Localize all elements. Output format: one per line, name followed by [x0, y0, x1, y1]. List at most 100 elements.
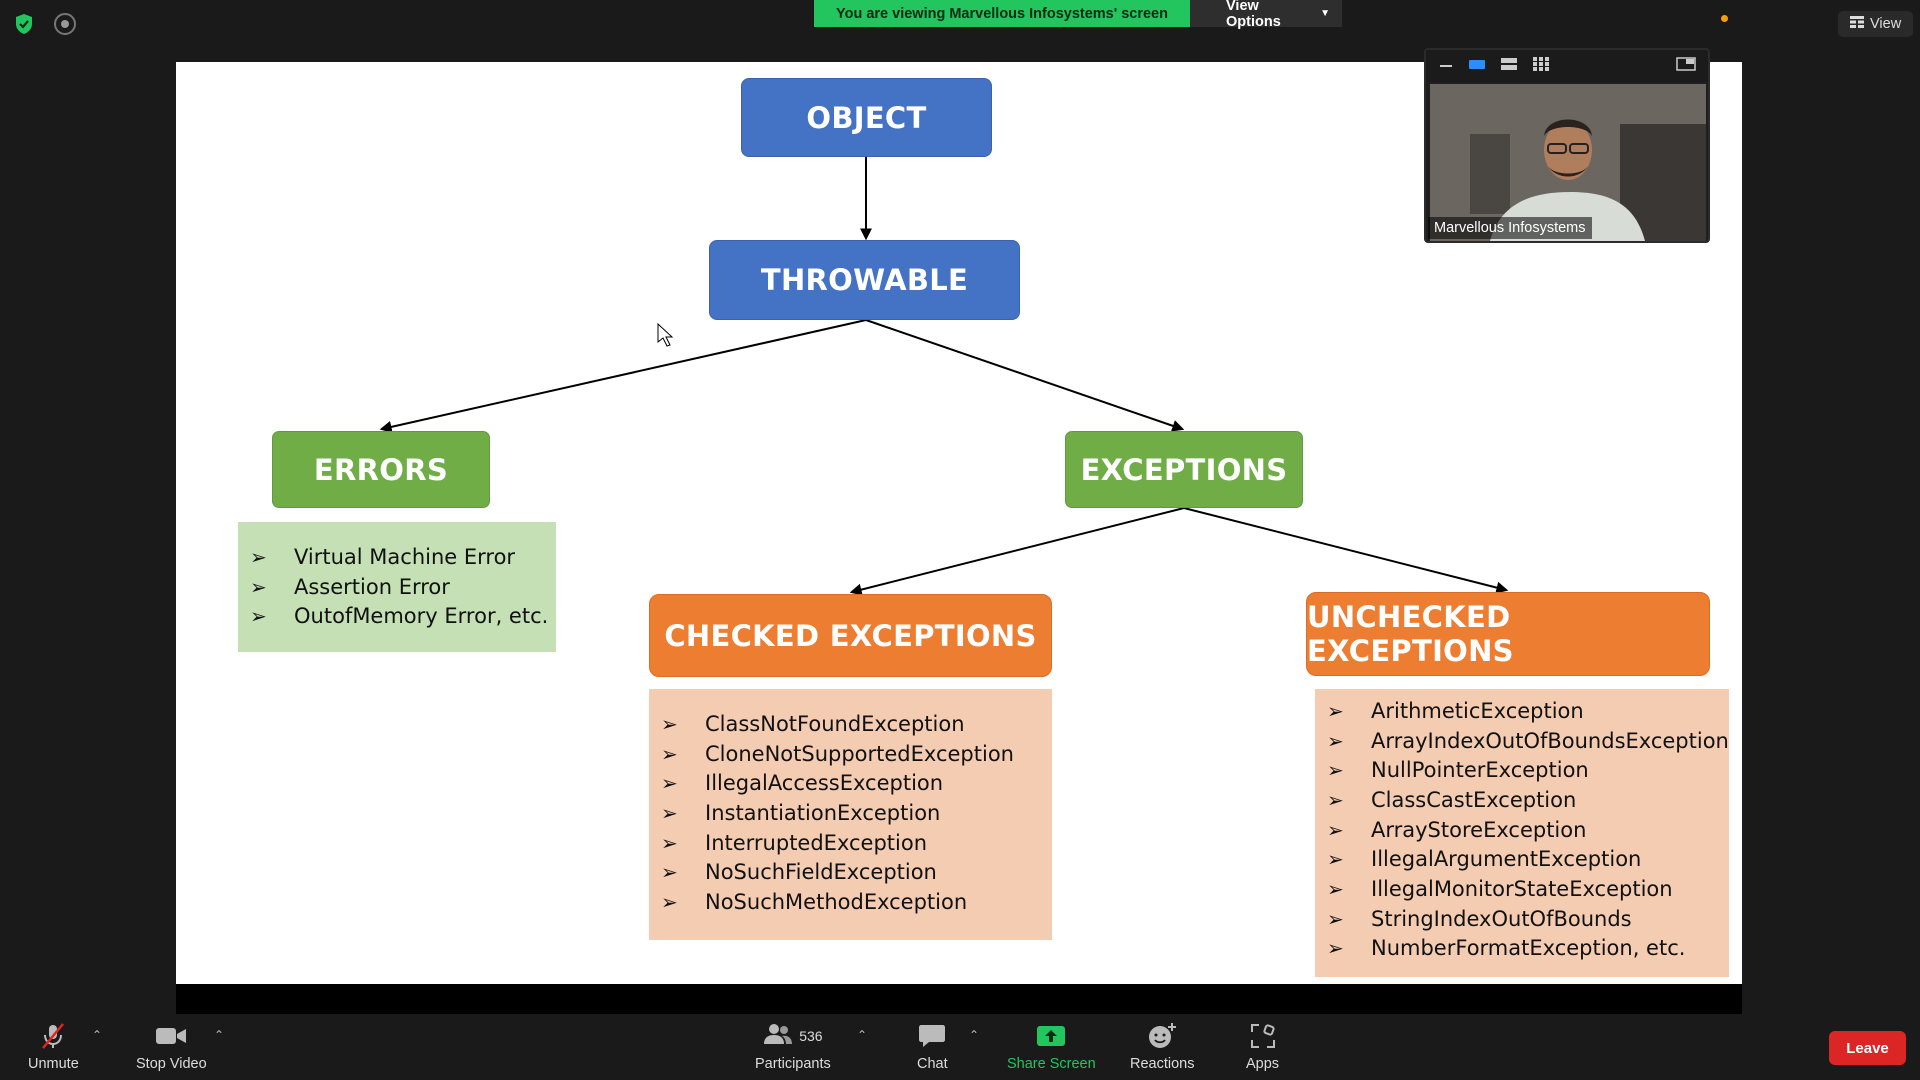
- arrow-bullet-icon: ➢: [1327, 698, 1344, 723]
- apps-label: Apps: [1246, 1056, 1280, 1072]
- list-item: ➢ Virtual Machine Error: [250, 542, 556, 572]
- apps-button[interactable]: Apps: [1246, 1022, 1279, 1072]
- list-item-text: ArrayIndexOutOfBoundsException: [1371, 728, 1729, 753]
- unchecked-exceptions-box: UNCHECKED EXCEPTIONS: [1306, 592, 1710, 676]
- arrow-bullet-icon: ➢: [250, 574, 267, 599]
- leave-button[interactable]: Leave: [1829, 1031, 1906, 1065]
- arrow-bullet-icon: ➢: [1327, 817, 1344, 842]
- participants-label: Participants: [755, 1056, 831, 1072]
- record-status-icon[interactable]: [54, 13, 76, 35]
- arrow-bullet-icon: ➢: [661, 889, 678, 914]
- list-item-text: OutofMemory Error, etc.: [294, 604, 549, 629]
- share-screen-icon: [1036, 1022, 1066, 1050]
- view-button[interactable]: View: [1838, 11, 1914, 37]
- list-item: ➢ NoSuchFieldException: [661, 857, 1052, 887]
- arrow-bullet-icon: ➢: [1327, 787, 1344, 812]
- list-item-text: NoSuchFieldException: [705, 860, 937, 885]
- chat-button[interactable]: Chat: [917, 1022, 948, 1072]
- list-item: ➢IllegalArgumentException: [1327, 844, 1729, 874]
- unmute-label: Unmute: [28, 1056, 79, 1072]
- minimize-icon[interactable]: [1438, 56, 1454, 77]
- list-item-text: Assertion Error: [294, 574, 450, 599]
- list-item: ➢StringIndexOutOfBounds: [1327, 904, 1729, 934]
- list-item: ➢ NumberFormatException, etc.: [1327, 934, 1729, 964]
- share-screen-label: Share Screen: [1007, 1056, 1096, 1072]
- participants-options-caret-icon[interactable]: ⌃: [857, 1028, 868, 1042]
- unchecked-exceptions-list: ➢ArithmeticException ➢ArrayIndexOutOfBou…: [1315, 689, 1729, 977]
- list-item: ➢InterruptedException: [661, 828, 1052, 858]
- list-item: ➢ Assertion Error: [250, 572, 556, 602]
- chat-bubble-icon: [918, 1022, 946, 1050]
- pop-out-icon[interactable]: [1676, 56, 1696, 77]
- arrow-bullet-icon: ➢: [661, 771, 678, 796]
- list-item: ➢ ClassNotFoundException: [661, 709, 1052, 739]
- self-view-video[interactable]: Marvellous Infosystems: [1424, 48, 1710, 243]
- list-item-text: NoSuchMethodException: [705, 889, 968, 914]
- throwable-box: THROWABLE: [709, 240, 1020, 320]
- view-options-button[interactable]: View Options ▼: [1190, 0, 1342, 30]
- muted-microphone-icon: [39, 1022, 67, 1050]
- view-options-label: View Options: [1226, 0, 1281, 30]
- stacked-view-icon[interactable]: [1500, 56, 1518, 77]
- errors-list: ➢Virtual Machine Error ➢Assertion Error …: [238, 522, 556, 652]
- arrow-bullet-icon: ➢: [661, 860, 678, 885]
- reactions-label: Reactions: [1130, 1056, 1195, 1072]
- participant-video: [1430, 84, 1706, 241]
- list-item-text: IllegalArgumentException: [1371, 847, 1642, 872]
- arrow-bullet-icon: ➢: [1327, 876, 1344, 901]
- participant-name: Marvellous Infosystems: [1428, 217, 1592, 239]
- list-item-text: InstantiationException: [705, 800, 941, 825]
- arrow-bullet-icon: ➢: [250, 544, 267, 569]
- participant-count: 536: [799, 1028, 823, 1044]
- participants-button[interactable]: 536 Participants: [755, 1022, 831, 1072]
- video-camera-icon: [155, 1022, 187, 1050]
- list-item-text: IllegalMonitorStateException: [1371, 876, 1673, 901]
- list-item: ➢CloneNotSupportedException: [661, 739, 1052, 769]
- list-item-text: ClassNotFoundException: [705, 711, 965, 736]
- chat-options-caret-icon[interactable]: ⌃: [969, 1028, 980, 1042]
- reactions-button[interactable]: Reactions: [1130, 1022, 1194, 1072]
- emoji-plus-icon: [1147, 1022, 1177, 1050]
- list-item-text: CloneNotSupportedException: [705, 741, 1014, 766]
- unmute-button[interactable]: Unmute: [28, 1022, 79, 1072]
- apps-icon: [1250, 1022, 1276, 1050]
- list-item-text: IllegalAccessException: [705, 771, 944, 796]
- arrow-bullet-icon: ➢: [1327, 758, 1344, 783]
- self-view-controls: [1426, 50, 1708, 82]
- list-item: ➢ IllegalAccessException: [661, 768, 1052, 798]
- list-item-text: ArrayStoreException: [1371, 817, 1587, 842]
- list-item: ➢ IllegalMonitorStateException: [1327, 874, 1729, 904]
- list-item: ➢ ArrayStoreException: [1327, 815, 1729, 845]
- arrow-bullet-icon: ➢: [250, 604, 267, 629]
- checked-exceptions-box: CHECKED EXCEPTIONS: [649, 594, 1052, 677]
- list-item: ➢ ArrayIndexOutOfBoundsException: [1327, 726, 1729, 756]
- stop-video-button[interactable]: Stop Video: [136, 1022, 207, 1072]
- view-label: View: [1870, 16, 1902, 32]
- speaker-view-icon[interactable]: [1468, 56, 1486, 77]
- arrow-bullet-icon: ➢: [661, 711, 678, 736]
- audio-options-caret-icon[interactable]: ⌃: [92, 1028, 103, 1042]
- list-item-text: InterruptedException: [705, 830, 928, 855]
- gallery-view-icon[interactable]: [1532, 56, 1550, 77]
- arrow-bullet-icon: ➢: [661, 800, 678, 825]
- screen-bottom-frame: [176, 984, 1742, 1014]
- list-item: ➢ ClassCastException: [1327, 785, 1729, 815]
- video-options-caret-icon[interactable]: ⌃: [214, 1028, 225, 1042]
- arrow-bullet-icon: ➢: [1327, 936, 1344, 961]
- presenter-avatar-icon: [1430, 84, 1706, 241]
- list-item-text: Virtual Machine Error: [294, 544, 516, 569]
- arrow-bullet-icon: ➢: [1327, 906, 1344, 931]
- connector-lines: [379, 157, 1509, 596]
- list-item: ➢ InstantiationException: [661, 798, 1052, 828]
- participants-icon: [763, 1022, 793, 1050]
- share-screen-button[interactable]: Share Screen: [1007, 1022, 1096, 1072]
- chevron-down-icon: ▼: [1320, 8, 1330, 19]
- arrow-bullet-icon: ➢: [1327, 728, 1344, 753]
- security-shield-icon[interactable]: [13, 13, 35, 35]
- object-box: OBJECT: [741, 78, 992, 157]
- list-item-text: ClassCastException: [1371, 787, 1577, 812]
- status-dot: [1721, 15, 1728, 22]
- list-item-text: NumberFormatException, etc.: [1371, 936, 1686, 961]
- grid-icon: [1850, 16, 1864, 32]
- checked-exceptions-list: ➢ClassNotFoundException ➢CloneNotSupport…: [649, 689, 1052, 940]
